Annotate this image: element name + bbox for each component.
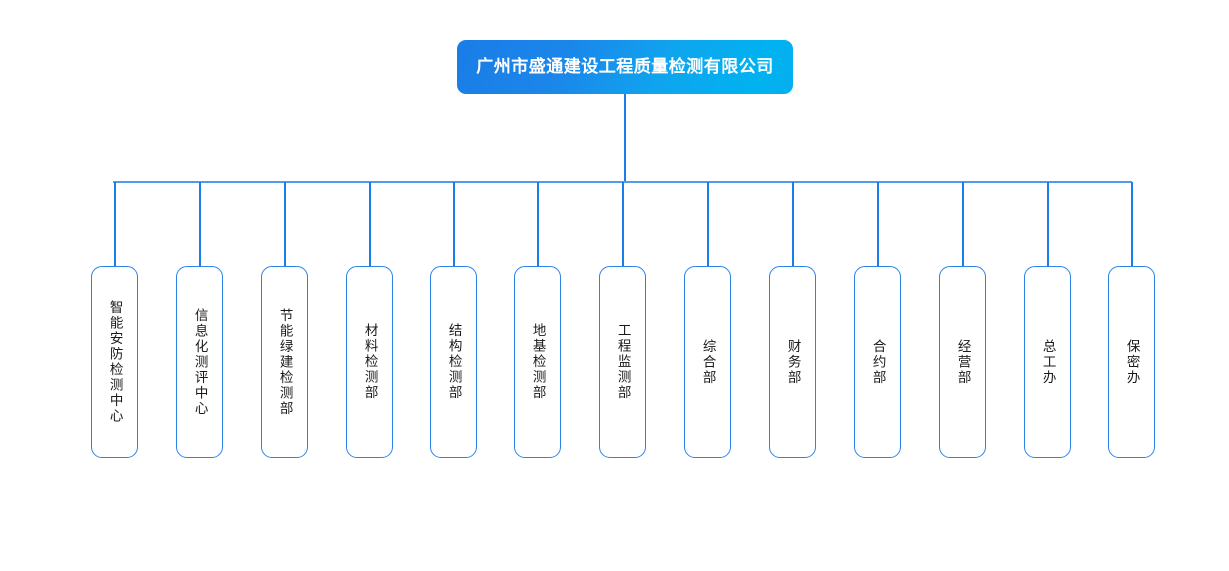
org-department-label: 工程监测部 (614, 323, 631, 401)
org-department-node[interactable]: 智能安防检测中心 (91, 266, 138, 458)
org-department-node[interactable]: 经营部 (939, 266, 986, 458)
connector-drop-line (114, 182, 116, 267)
connector-drop-line (284, 182, 286, 267)
org-department-label: 节能绿建检测部 (276, 307, 293, 417)
connector-drop-line (707, 182, 709, 267)
org-department-label: 保密办 (1123, 338, 1140, 386)
org-department-node[interactable]: 综合部 (684, 266, 731, 458)
org-department-node[interactable]: 保密办 (1108, 266, 1155, 458)
org-department-node[interactable]: 材料检测部 (346, 266, 393, 458)
org-department-node[interactable]: 工程监测部 (599, 266, 646, 458)
org-root-label: 广州市盛通建设工程质量检测有限公司 (476, 56, 774, 77)
org-department-node[interactable]: 节能绿建检测部 (261, 266, 308, 458)
connector-drop-line (962, 182, 964, 267)
org-department-label: 材料检测部 (361, 323, 378, 401)
connector-drop-line (1131, 182, 1133, 267)
org-department-label: 地基检测部 (529, 323, 546, 401)
org-department-node[interactable]: 财务部 (769, 266, 816, 458)
org-department-node[interactable]: 信息化测评中心 (176, 266, 223, 458)
org-department-node[interactable]: 结构检测部 (430, 266, 477, 458)
org-department-label: 结构检测部 (445, 323, 462, 401)
connector-drop-line (877, 182, 879, 267)
connector-drop-line (622, 182, 624, 267)
org-department-node[interactable]: 总工办 (1024, 266, 1071, 458)
org-department-label: 信息化测评中心 (191, 307, 208, 417)
org-department-label: 财务部 (784, 338, 801, 386)
org-department-label: 总工办 (1039, 338, 1056, 386)
org-department-label: 综合部 (699, 338, 716, 386)
connector-drop-line (792, 182, 794, 267)
org-department-node[interactable]: 合约部 (854, 266, 901, 458)
org-department-label: 合约部 (869, 338, 886, 386)
connector-drop-line (537, 182, 539, 267)
connector-drop-line (453, 182, 455, 267)
org-department-node[interactable]: 地基检测部 (514, 266, 561, 458)
connector-drop-line (369, 182, 371, 267)
org-root-node[interactable]: 广州市盛通建设工程质量检测有限公司 (457, 40, 793, 94)
org-department-label: 智能安防检测中心 (106, 300, 123, 424)
connector-drop-line (1047, 182, 1049, 267)
org-department-label: 经营部 (954, 338, 971, 386)
connector-trunk-line (624, 94, 626, 183)
connector-drop-line (199, 182, 201, 267)
